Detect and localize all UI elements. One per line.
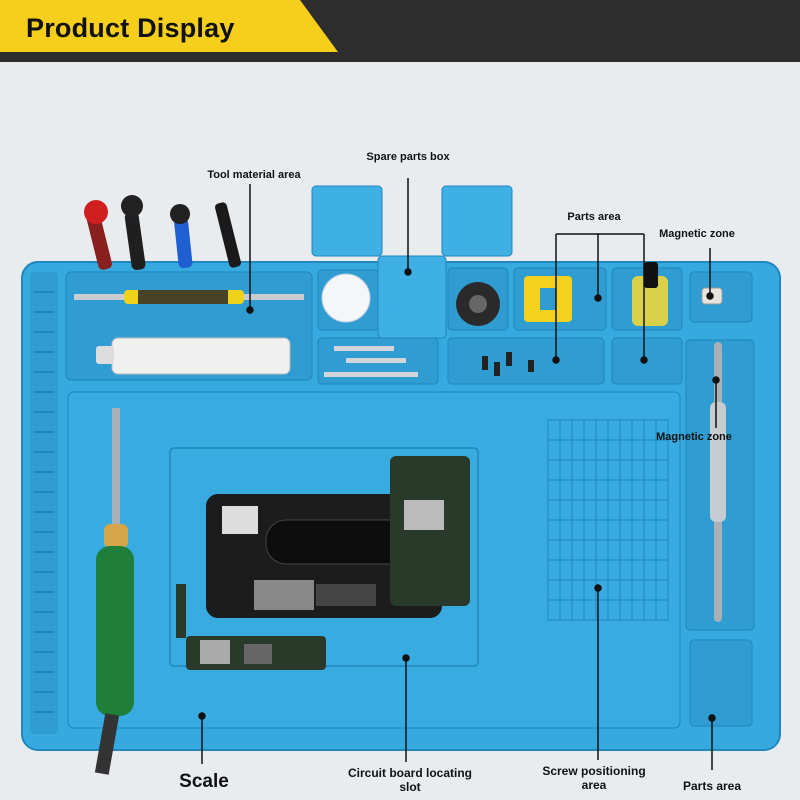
callout-lines: [198, 178, 720, 770]
pry-tool-yellow: [74, 290, 304, 304]
page-title: Product Display: [26, 13, 235, 43]
adhesive-tube: [96, 337, 291, 375]
label-parts-area-bottom: Parts area: [682, 779, 742, 793]
header-bar: Product Display: [0, 0, 800, 62]
label-circuit-board-slot: Circuit board locating slot: [348, 766, 472, 794]
circuit-boards: [176, 456, 470, 670]
label-tool-material-area: Tool material area: [207, 169, 301, 181]
label-screw-area-line2: area: [581, 778, 607, 792]
screwdriver-set: [84, 195, 241, 271]
label-scale: Scale: [179, 771, 229, 792]
label-magnetic-zone-side: Magnetic zone: [656, 431, 732, 443]
header-banner-shape: [0, 0, 338, 52]
label-circuit-board-slot-line2: slot: [399, 780, 421, 794]
label-circuit-board-slot-line1: Circuit board locating: [347, 766, 473, 780]
label-parts-area-top: Parts area: [567, 211, 621, 223]
repair-mat-photo: [0, 62, 800, 800]
label-magnetic-zone-top: Magnetic zone: [659, 228, 735, 240]
parts-in-compartments: [321, 262, 723, 377]
label-screw-area-line1: Screw positioning: [542, 764, 646, 778]
label-spare-parts-box: Spare parts box: [366, 151, 450, 163]
label-screw-area: Screw positioning area: [542, 764, 645, 792]
soldering-iron: [94, 408, 134, 775]
